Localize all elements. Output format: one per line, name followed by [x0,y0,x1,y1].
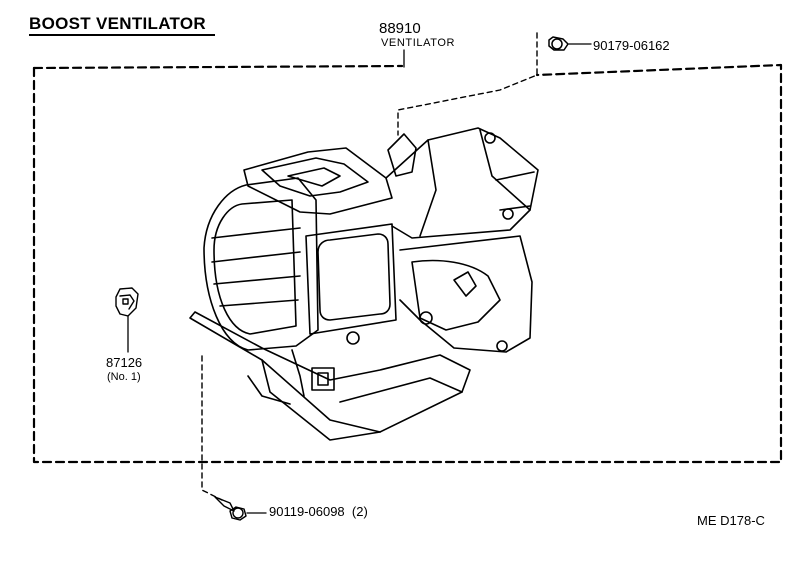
ventilator-unit-drawing [189,127,539,441]
part-name-ventilator: VENTILATOR [381,37,456,49]
part-number-connector: 87126 [106,355,143,370]
top-bolt-leader [397,32,538,136]
part-number-bottom-screw: 90119-06098 [269,504,345,519]
bottom-screw-icon [214,496,267,521]
top-bolt-icon [548,36,592,51]
part-number-ventilator: 88910 [379,20,421,37]
part-quantity-bottom-screw: (2) [351,504,368,519]
part-number-top-bolt: 90179-06162 [593,38,670,53]
bottom-screw-leader [201,355,223,501]
title-underline [29,34,215,36]
assembly-boundary [32,63,783,464]
diagram-reference-code: ME D178-C [697,513,765,528]
part-qualifier-connector: (No. 1) [107,371,141,383]
diagram-title: BOOST VENTILATOR [29,14,207,33]
connector-87126-icon [115,287,139,353]
part-label-bottom-screw: 90119-06098 (2) [269,505,368,518]
